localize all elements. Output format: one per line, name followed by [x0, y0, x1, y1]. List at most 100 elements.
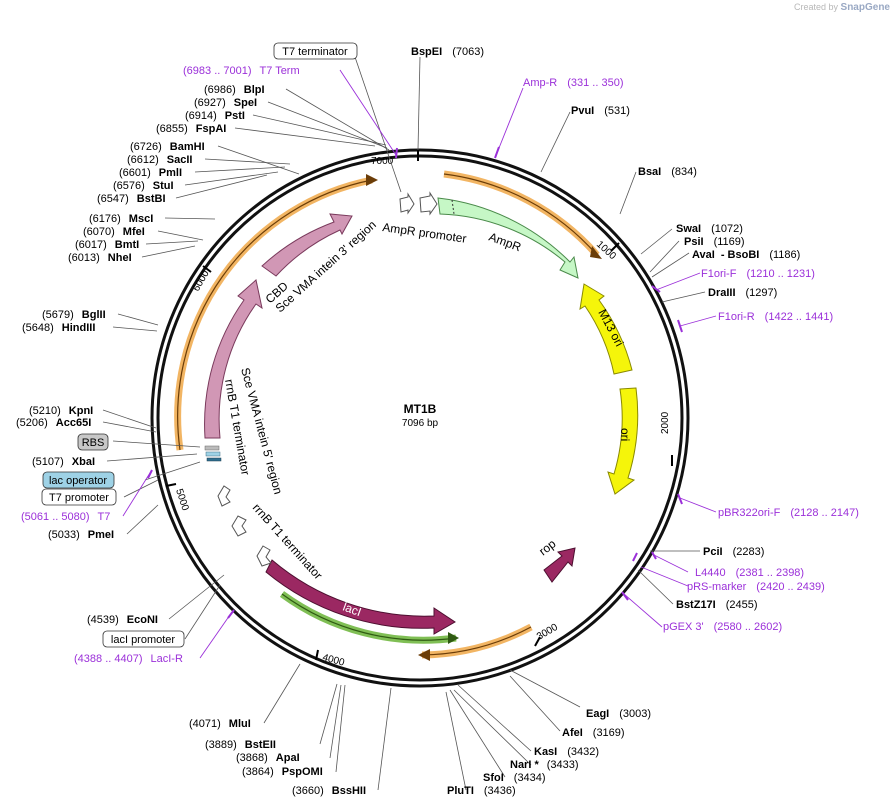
ori-feature[interactable] [607, 387, 639, 495]
site-mfei[interactable]: (6070)MfeI [83, 226, 145, 238]
site-name: HindIII [62, 322, 96, 334]
primer-range: (1422 .. 1441) [765, 311, 834, 323]
site-pmli[interactable]: (6601)PmlI [119, 167, 182, 179]
site-kasi[interactable]: KasI(3432) [534, 746, 599, 758]
site-pos: (3003) [619, 708, 651, 720]
site-bstz17i[interactable]: BstZ17I(2455) [676, 599, 758, 611]
site-hindiii[interactable]: (5648)HindIII [22, 322, 95, 334]
site-acc65i[interactable]: (5206)Acc65I [16, 417, 91, 429]
t7-terminator-label: T7 terminator [282, 46, 348, 58]
rbs-box[interactable] [77, 433, 109, 451]
primer-name: pBR322ori-F [718, 507, 781, 519]
site-name: BspEI [411, 46, 442, 58]
site-name: PspOMI [282, 766, 323, 778]
laci-feature[interactable] [265, 559, 456, 635]
primer-f1ori-r[interactable]: F1ori-R(1422 .. 1441) [718, 311, 833, 323]
site-nhei[interactable]: (6013)NheI [68, 252, 132, 264]
site-pcii[interactable]: PciI(2283) [703, 546, 764, 558]
site-pos: (6013) [68, 252, 100, 264]
t7-promoter-box[interactable] [41, 488, 117, 506]
primer-laci-r[interactable]: (4388 .. 4407)LacI-R [74, 653, 183, 665]
site-bglii[interactable]: (5679)BglII [42, 309, 106, 321]
site-name: ApaI [276, 752, 300, 764]
site-draiii[interactable]: DraIII(1297) [708, 287, 777, 299]
site-swai[interactable]: SwaI(1072) [676, 223, 743, 235]
ampr-label: AmpR [487, 230, 523, 255]
site-apai[interactable]: (3868) ApaI [236, 752, 300, 764]
site-name: NarI * [510, 759, 539, 771]
primer-t7-term[interactable]: (6983 .. 7001)T7 Term [183, 65, 300, 77]
site-bamhi[interactable]: (6726)BamHI [130, 141, 205, 153]
sce-5-feature[interactable] [204, 279, 263, 439]
site-spei[interactable]: (6927)SpeI [194, 97, 257, 109]
m13-ori-feature[interactable] [579, 283, 633, 375]
site-pos: (6601) [119, 167, 151, 179]
ampr-feature[interactable] [437, 197, 579, 279]
site-stui[interactable]: (6576)StuI [113, 180, 174, 192]
site-name: SfoI [483, 772, 504, 784]
site-name: SacII [167, 154, 193, 166]
site-msci[interactable]: (6176)MscI [89, 213, 153, 225]
site-extra: - BsoBI [721, 249, 760, 261]
primer-f1ori-f[interactable]: F1ori-F(1210 .. 1231) [701, 268, 815, 280]
site-avai[interactable]: AvaI- BsoBI(1186) [692, 249, 800, 261]
site-sfoi[interactable]: SfoI(3434) [483, 772, 546, 784]
primer-t7[interactable]: (5061 .. 5080)T7 [21, 511, 110, 523]
site-pspomi[interactable]: (3864)PspOMI [242, 766, 323, 778]
site-name: PluTI [447, 785, 474, 797]
primer-prs-marker[interactable]: pRS-marker(2420 .. 2439) [687, 581, 825, 593]
site-pos: (6914) [185, 110, 217, 122]
laci-promoter-box[interactable] [102, 630, 185, 648]
primer-name: pRS-marker [687, 581, 747, 593]
site-psii[interactable]: PsiI (1169) [684, 236, 745, 248]
site-bmti[interactable]: (6017)BmtI [75, 239, 139, 251]
site-mlui[interactable]: (4071)MluI [189, 718, 251, 730]
site-nari[interactable]: NarI *(3433) [510, 759, 579, 771]
site-pos: (3432) [567, 746, 599, 758]
site-pos: (6612) [127, 154, 159, 166]
site-bsshii[interactable]: (3660) BssHII [292, 785, 366, 797]
site-pos: (5679) [42, 309, 74, 321]
t7-terminator-box[interactable] [273, 42, 358, 60]
site-afei[interactable]: AfeI(3169) [562, 727, 625, 739]
lac-operator-box[interactable] [42, 471, 115, 489]
site-bsteii[interactable]: (3889)BstEII [205, 739, 276, 751]
primer-amp-r[interactable]: Amp-R(331 .. 350) [523, 77, 624, 89]
primer-l4440[interactable]: L4440(2381 .. 2398) [695, 567, 804, 579]
site-bspei[interactable]: BspEI(7063) [411, 46, 484, 58]
site-kpni[interactable]: (5210)KpnI [29, 405, 93, 417]
primer-name: pGEX 3' [663, 621, 704, 633]
primer-range: (6983 .. 7001) [183, 65, 252, 77]
backbone-outer [150, 148, 690, 688]
site-fspai[interactable]: (6855)FspAI [156, 123, 226, 135]
site-sacii[interactable]: (6612) SacII [127, 154, 192, 166]
sce-3-feature[interactable] [261, 213, 353, 277]
site-name: BstBI [137, 193, 166, 205]
primer-pgex3[interactable]: pGEX 3'(2580 .. 2602) [663, 621, 782, 633]
site-pos: (6726) [130, 141, 162, 153]
site-pos: (1169) [714, 236, 745, 248]
site-pmei[interactable]: (5033)PmeI [48, 529, 114, 541]
rop-feature[interactable] [543, 547, 576, 583]
site-blpi[interactable]: (6986)BlpI [204, 84, 265, 96]
site-pos: (6070) [83, 226, 115, 238]
site-name: PsiI [684, 236, 704, 248]
primer-pbr322ori-f[interactable]: pBR322ori-F(2128 .. 2147) [718, 507, 859, 519]
site-pos: (6855) [156, 123, 188, 135]
site-bstbi[interactable]: (6547)BstBI [97, 193, 166, 205]
site-xbai[interactable]: (5107)XbaI [32, 456, 95, 468]
rop-label: rop [536, 536, 559, 558]
site-econi[interactable]: (4539)EcoNI [87, 614, 158, 626]
primer-ticks [147, 146, 683, 619]
site-psti[interactable]: (6914)PstI [185, 110, 245, 122]
site-pluti[interactable]: PluTI(3436) [447, 785, 516, 797]
site-pos: (3660) [292, 785, 324, 797]
tick-1000 [610, 242, 620, 252]
rrnb-arrow-1 [217, 485, 231, 507]
site-pos: (3868) [236, 752, 268, 764]
site-bsai[interactable]: BsaI(834) [638, 166, 697, 178]
site-name: BssHII [332, 785, 366, 797]
site-eagi[interactable]: EagI(3003) [586, 708, 651, 720]
site-pvui[interactable]: PvuI(531) [571, 105, 630, 117]
primer-range: (331 .. 350) [567, 77, 623, 89]
